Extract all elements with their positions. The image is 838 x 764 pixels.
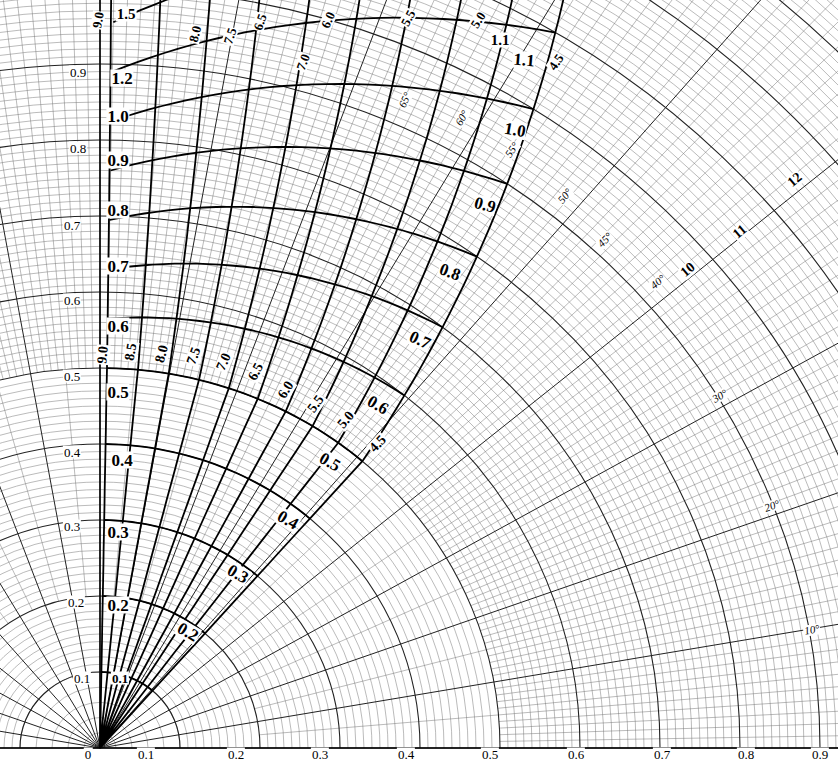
axis-label: 0.8 [69, 142, 87, 155]
curve-label: 9.0 [95, 345, 111, 366]
axis-label: 0.1 [137, 748, 155, 761]
axis-label: 0.1 [73, 672, 91, 685]
axis-label: 0.9 [811, 748, 829, 761]
value-arc [101, 0, 599, 691]
curve-label: 0.5 [106, 384, 129, 401]
curve-label: 1.5 [116, 7, 137, 22]
axis-label: 0.5 [481, 748, 499, 761]
axis-label: 0.3 [63, 520, 81, 533]
axis-label: 0.8 [737, 748, 755, 761]
curve-label: 0.9 [106, 152, 129, 169]
curve-label: 0.7 [106, 258, 129, 275]
curve-label: 0.1 [111, 672, 129, 685]
axis-label: 0 [84, 748, 93, 761]
curve-label: 0.2 [106, 597, 129, 614]
axis-label: 0.5 [63, 370, 81, 383]
curve-label: 0.3 [106, 524, 129, 541]
curve-label: 0.4 [110, 452, 133, 469]
main-circle [0, 0, 838, 748]
curve-label: 0.8 [106, 202, 129, 219]
curve-label: 9.0 [90, 10, 106, 30]
axis-label: 0.3 [311, 748, 329, 761]
axis-label: 0.2 [67, 596, 85, 609]
axis-label: 0.4 [397, 748, 415, 761]
curve-label: 1.1 [490, 33, 511, 48]
curve-label: 0.6 [106, 318, 129, 335]
axis-label: 0.6 [567, 748, 585, 761]
axis-label: 0.7 [653, 748, 671, 761]
axis-label: 0.4 [63, 446, 81, 459]
curve-label: 1.2 [110, 70, 133, 87]
axis-label: 0.6 [63, 294, 81, 307]
curve-label: 1.0 [106, 108, 129, 125]
curve-label: 1.0 [502, 120, 528, 141]
axis-line [0, 0, 838, 748]
axis-label: 0.9 [69, 66, 87, 79]
axis-label: 0.2 [227, 748, 245, 761]
main-ray [0, 0, 838, 748]
curve-label: 1.1 [512, 51, 537, 70]
axis-label: 0.7 [63, 219, 81, 232]
